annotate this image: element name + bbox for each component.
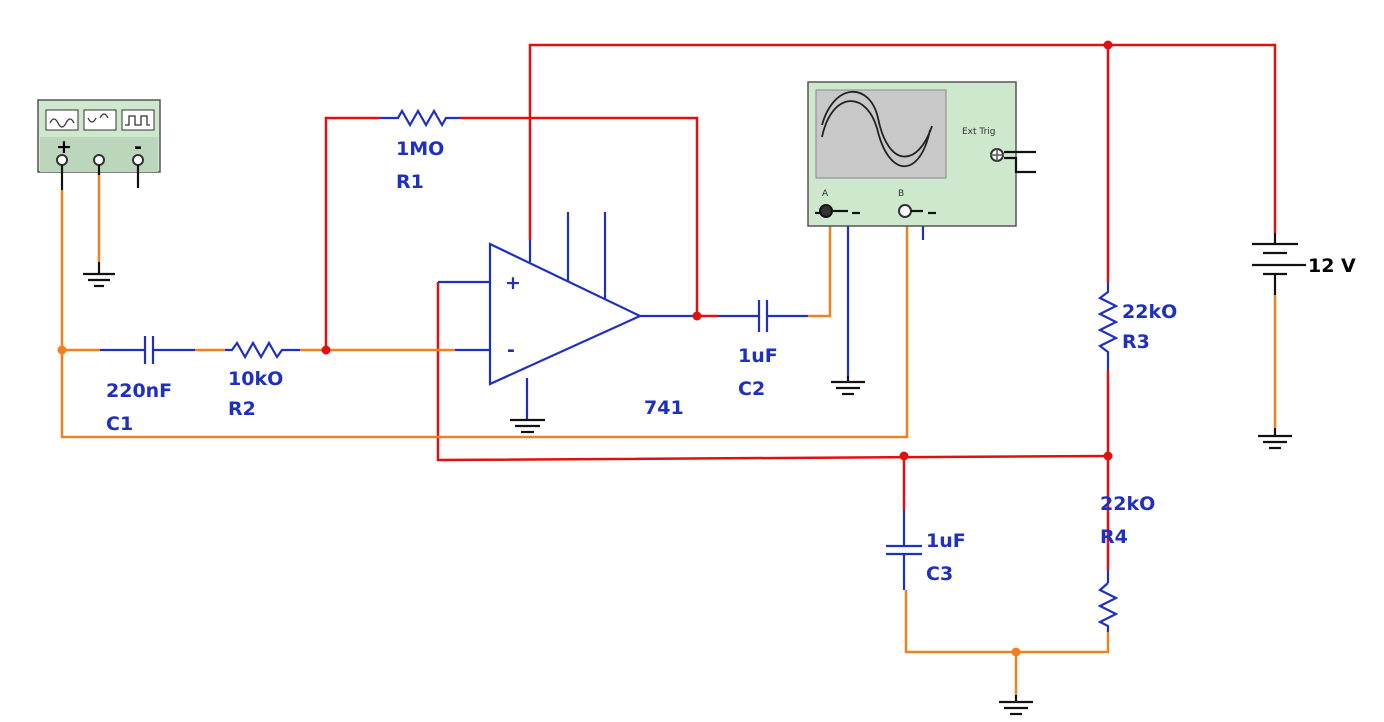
junction-dots — [57, 40, 1113, 657]
c2-value-label: 1uF — [738, 345, 778, 367]
resistor-r3[interactable]: 22kO R3 — [1097, 282, 1177, 370]
c1-ref-label: C1 — [106, 413, 133, 435]
opamp-triangle — [488, 242, 643, 386]
wire-gen-plus — [60, 190, 909, 439]
r1-ref-label: R1 — [396, 171, 424, 193]
junction-node — [899, 451, 909, 461]
ground-icon-bottom — [999, 695, 1033, 716]
generator-minus-sign: - — [134, 136, 142, 158]
waveform-b — [821, 90, 933, 158]
ground-symbols — [83, 262, 1292, 716]
triangle-wave-button[interactable] — [83, 109, 117, 131]
battery-12v[interactable]: 12 V — [1252, 233, 1356, 295]
junction-node — [692, 311, 702, 321]
r3-ref-label: R3 — [1122, 331, 1150, 353]
resistor-r2[interactable]: 10kO R2 — [225, 340, 300, 420]
sine-wave-button[interactable] — [45, 109, 79, 131]
r2-value-label: 10kO — [228, 368, 283, 390]
ground-icon-opamp — [510, 418, 545, 434]
c2-ref-label: C2 — [738, 378, 765, 400]
opamp-741[interactable]: + - 741 — [488, 242, 684, 419]
resistor-r4[interactable]: 22kO R4 — [1097, 493, 1155, 632]
wire-c2-scope — [808, 220, 832, 318]
wire-bias-rail — [436, 282, 1109, 462]
channel-b-terminal[interactable] — [898, 204, 912, 218]
generator-plus-terminal[interactable] — [56, 154, 68, 166]
wave-buttons — [45, 109, 155, 131]
opamp-minus-label: - — [507, 339, 515, 361]
opamp-model-label: 741 — [644, 397, 684, 419]
capacitor-c1[interactable]: 220nF C1 — [100, 336, 195, 435]
generator-minus-terminal[interactable] — [132, 154, 144, 166]
generator-plus-sign: + — [56, 136, 72, 158]
ground-icon-battery — [1258, 428, 1292, 450]
r4-value-label: 22kO — [1100, 493, 1155, 515]
resistor-r1[interactable]: 1MO R1 — [380, 108, 460, 193]
square-wave-button[interactable] — [121, 109, 155, 131]
ground-icon-generator — [83, 262, 115, 288]
wire-supply-rail — [528, 43, 1277, 240]
ground-icon-scope — [831, 376, 865, 396]
wire-feedback-left — [324, 116, 380, 350]
r4-ref-label: R4 — [1100, 526, 1128, 548]
junction-node — [1011, 647, 1021, 657]
sine-wave-icon — [49, 118, 75, 128]
capacitor-c3[interactable]: 1uF C3 — [886, 510, 966, 590]
generator-common-terminal[interactable] — [93, 154, 105, 166]
square-wave-icon — [125, 115, 150, 126]
junction-node — [1103, 40, 1113, 50]
waveform-a — [821, 100, 931, 168]
r1-value-label: 1MO — [396, 138, 444, 160]
junction-node — [321, 345, 331, 355]
red-wires — [324, 43, 1277, 570]
opamp-plus-label: + — [505, 272, 521, 294]
channel-b-label: B — [898, 189, 904, 199]
orange-wires — [60, 172, 1277, 695]
c3-value-label: 1uF — [926, 530, 966, 552]
component-leads — [438, 212, 1110, 583]
r3-value-label: 22kO — [1122, 301, 1177, 323]
junction-node — [57, 345, 67, 355]
oscilloscope-screen — [815, 89, 947, 179]
wire-ground-bottom — [904, 590, 1110, 654]
battery-voltage-label: 12 V — [1308, 255, 1356, 277]
channel-a-label: A — [822, 189, 829, 199]
channel-a-terminal[interactable] — [819, 204, 833, 218]
oscilloscope[interactable]: Ext Trig A B — [807, 81, 1036, 227]
capacitor-c2[interactable]: 1uF C2 — [718, 300, 808, 400]
wire-feedback-right — [460, 116, 699, 316]
junction-node — [1103, 451, 1113, 461]
r2-ref-label: R2 — [228, 398, 256, 420]
function-generator[interactable]: + - — [37, 99, 161, 190]
ext-trig-label: Ext Trig — [962, 127, 996, 137]
c3-ref-label: C3 — [926, 563, 953, 585]
triangle-wave-icon — [87, 113, 109, 123]
c1-value-label: 220nF — [106, 380, 172, 402]
